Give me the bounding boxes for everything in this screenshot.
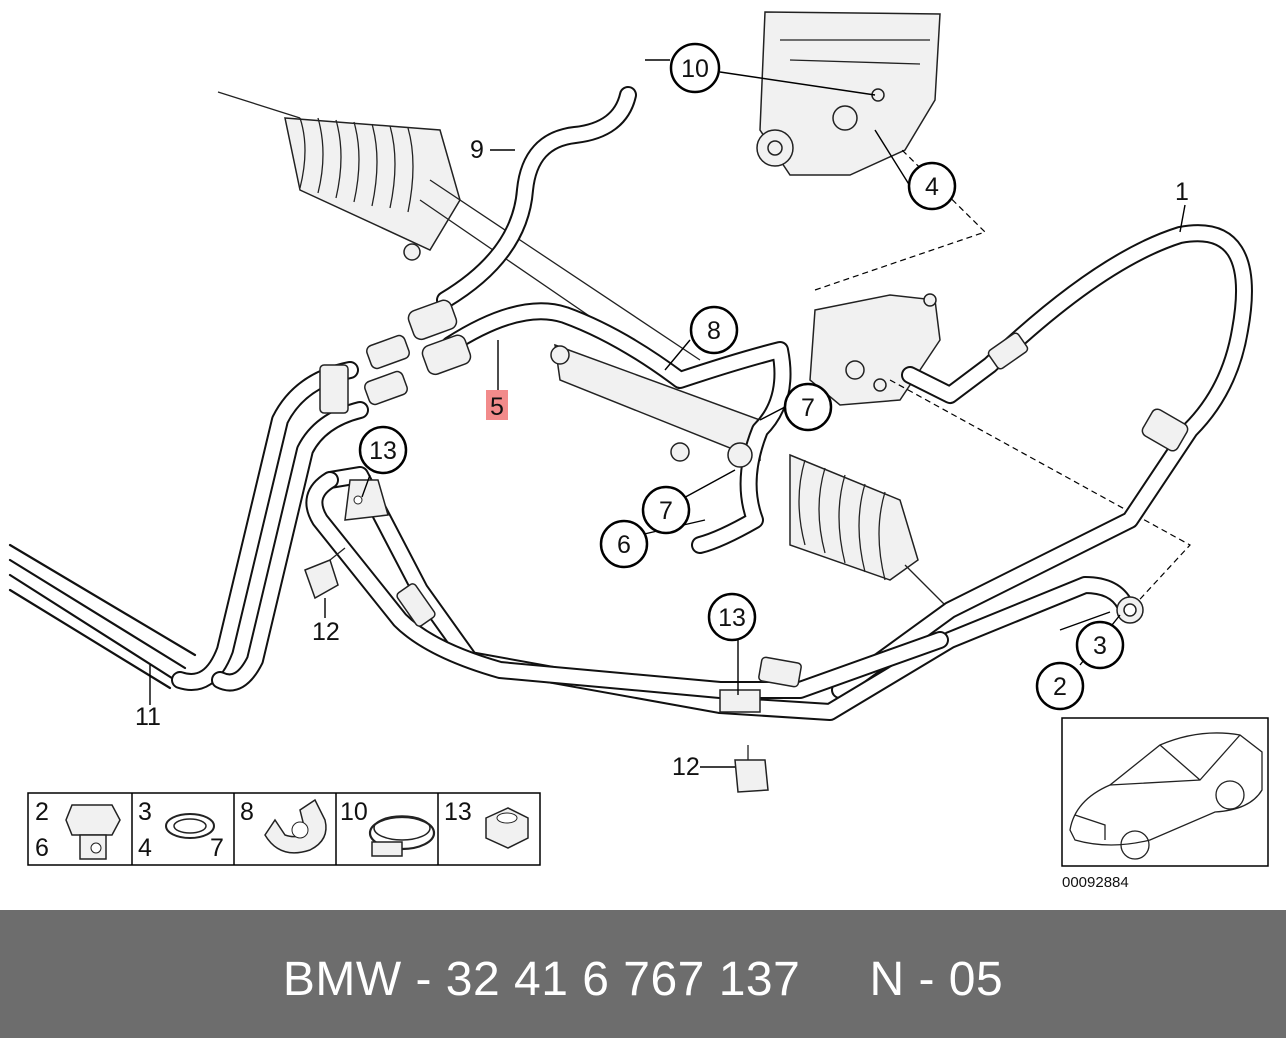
legend-8: 8: [240, 798, 254, 826]
callout-13a: 13: [369, 437, 397, 465]
callout-5-highlight: [486, 390, 508, 420]
hex-nut-icon: [485, 807, 529, 849]
legend-4: 4: [138, 834, 152, 862]
callout-9: 9: [470, 136, 484, 164]
callout-12b: 12: [672, 753, 700, 781]
parts-legend: 2 6 3 4 7 8 10 13: [27, 792, 541, 866]
callout-4: 4: [925, 173, 939, 201]
bolt-12-left: [304, 547, 346, 600]
cooler-lines: [8, 361, 369, 692]
callout-6-circle: [599, 519, 649, 569]
callout-7b: 7: [659, 497, 673, 525]
part-number-caption: BMW - 32 41 6 767 137 N - 05: [282, 953, 1004, 1006]
callout-2-circle: [1035, 661, 1085, 711]
callout-13b-circle: [707, 592, 757, 642]
callout-3: 3: [1093, 632, 1107, 660]
legend-6: 6: [35, 834, 49, 862]
callout-7a-circle: [783, 382, 833, 432]
legend-10: 10: [340, 798, 368, 826]
callout-8: 8: [707, 317, 721, 345]
legend-2: 2: [35, 798, 49, 826]
lower-lines: [305, 466, 1144, 721]
callout-3-circle: [1075, 620, 1125, 670]
callout-10: 10: [681, 55, 709, 83]
diagram-number: 00092884: [1062, 874, 1129, 891]
hose-9: [436, 86, 637, 309]
footer-bar: BMW - 32 41 6 767 137 N - 05: [0, 910, 1286, 1038]
callout-10-circle: [669, 42, 721, 94]
callout-8-circle: [689, 305, 739, 355]
legend-7: 7: [210, 834, 224, 862]
sealing-ring-icon: [165, 813, 215, 839]
banjo-bolt-icon: [65, 804, 121, 860]
callout-13b: 13: [718, 604, 746, 632]
callout-4-circle: [907, 161, 957, 211]
callout-6: 6: [617, 531, 631, 559]
legend-13: 13: [444, 798, 472, 826]
power-steering-pump: [756, 11, 941, 176]
callout-labels: 1 10 9 4 8 5 7 13 7 6 12 13 3 2 11 12: [135, 42, 1189, 781]
hose-clip-icon: [264, 798, 327, 854]
parts-diagram: 1 10 9 4 8 5 7 13 7 6 12 13 3 2 11 12: [8, 11, 1269, 891]
fittings: [364, 299, 472, 406]
hose-1: [831, 224, 1253, 699]
callout-1: 1: [1175, 178, 1189, 206]
car-icon: [1069, 732, 1263, 860]
vehicle-thumbnail: [1061, 717, 1269, 867]
hose-clamp-icon: [368, 815, 436, 857]
callout-12a: 12: [312, 618, 340, 646]
bolt-12-bottom: [734, 745, 769, 793]
callout-13a-circle: [358, 425, 408, 475]
callout-5: 5: [490, 393, 504, 421]
callout-2: 2: [1053, 673, 1067, 701]
legend-3: 3: [138, 798, 152, 826]
callout-7a: 7: [801, 394, 815, 422]
hose-8: [441, 302, 792, 554]
steering-rack: [217, 91, 946, 606]
callout-11: 11: [135, 703, 161, 731]
callout-7b-circle: [641, 485, 691, 535]
